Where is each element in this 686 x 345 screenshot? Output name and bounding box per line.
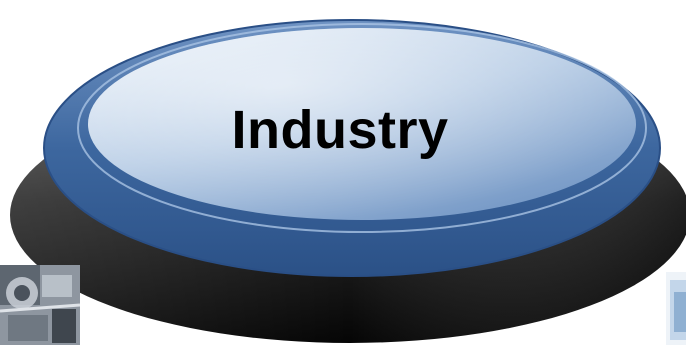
machinery-photo-fragment: [0, 265, 80, 345]
photo-fragment-right: [666, 272, 686, 345]
button-label: Industry: [231, 100, 449, 160]
